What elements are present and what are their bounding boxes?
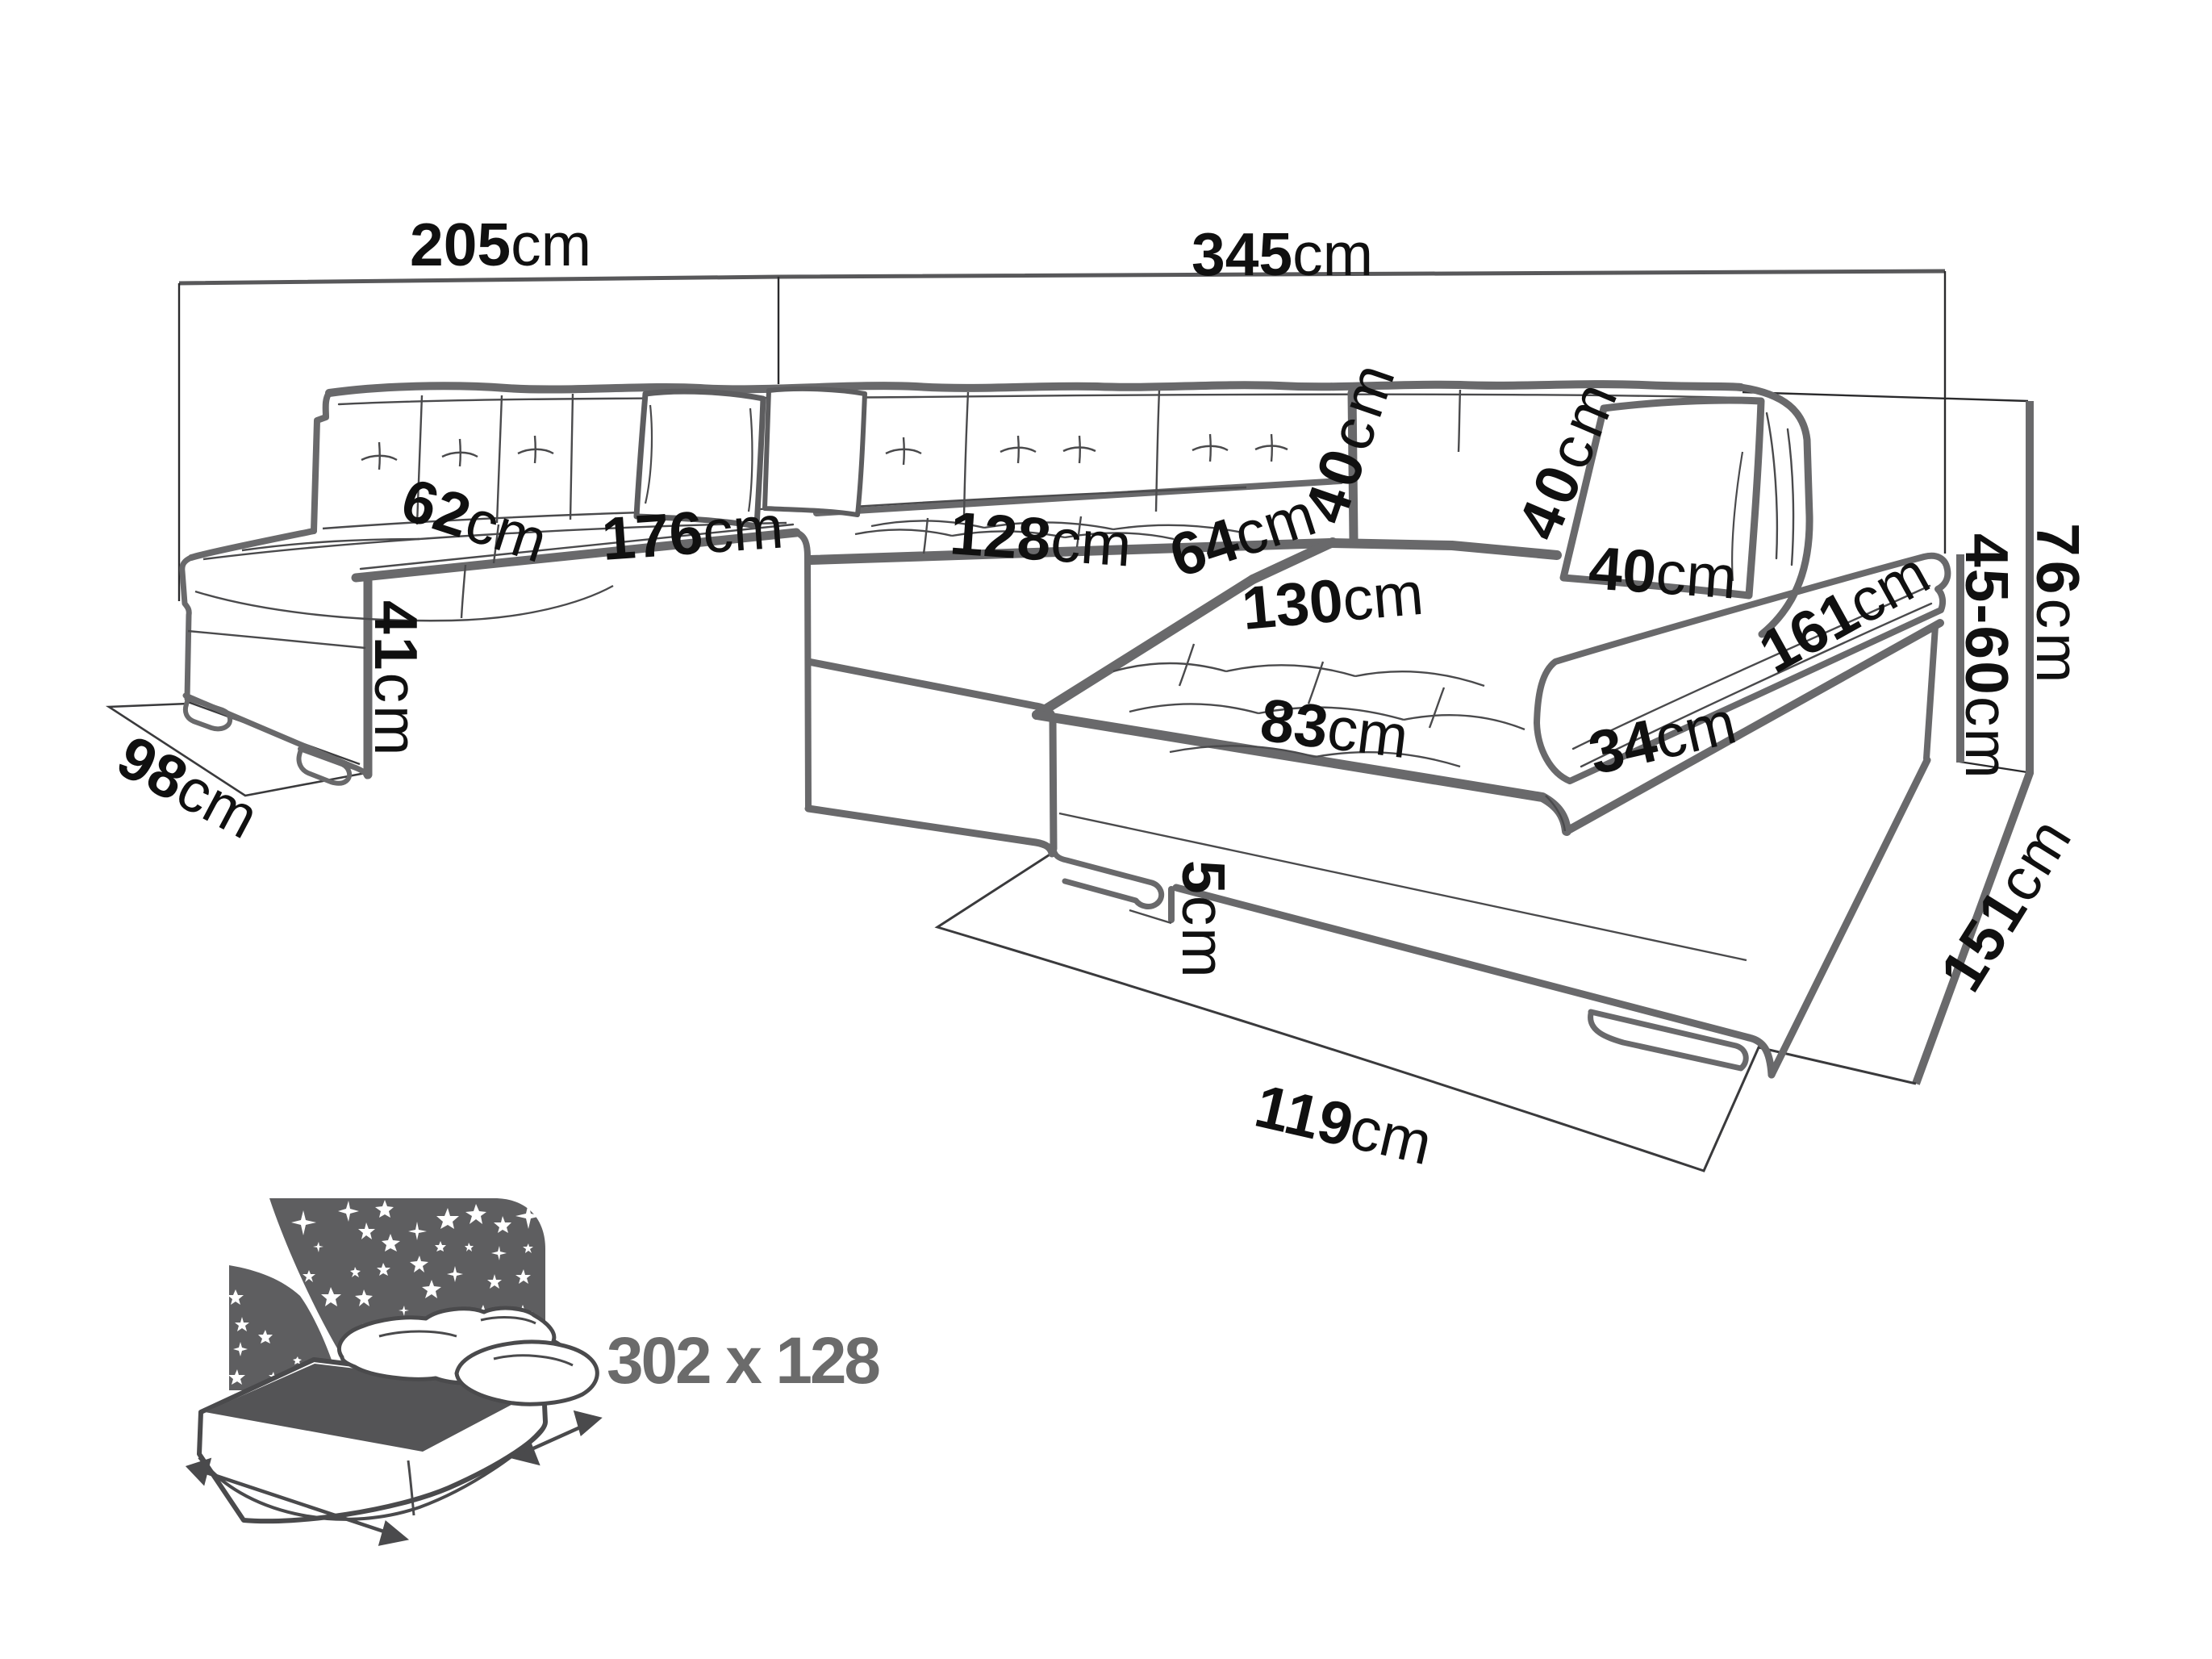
svg-text:205cm: 205cm: [410, 211, 591, 278]
svg-text:119cm: 119cm: [1249, 1072, 1438, 1178]
svg-text:130cm: 130cm: [1239, 559, 1426, 642]
svg-text:302 x 128: 302 x 128: [607, 1324, 881, 1398]
svg-text:45-60cm: 45-60cm: [1953, 533, 2021, 780]
svg-text:5cm: 5cm: [1170, 860, 1237, 980]
svg-text:98cm: 98cm: [106, 722, 269, 851]
svg-text:176cm: 176cm: [599, 492, 785, 572]
svg-text:161cm: 161cm: [1748, 538, 1940, 686]
svg-text:62cm: 62cm: [394, 465, 555, 575]
svg-text:345cm: 345cm: [1192, 220, 1373, 288]
svg-text:76cm: 76cm: [2024, 523, 2092, 687]
svg-text:34cm: 34cm: [1583, 687, 1742, 787]
svg-text:40cm: 40cm: [1291, 351, 1409, 531]
svg-text:41cm: 41cm: [362, 600, 430, 758]
svg-text:40cm: 40cm: [1587, 533, 1739, 612]
svg-text:128cm: 128cm: [948, 499, 1133, 579]
svg-text:83cm: 83cm: [1257, 686, 1412, 771]
